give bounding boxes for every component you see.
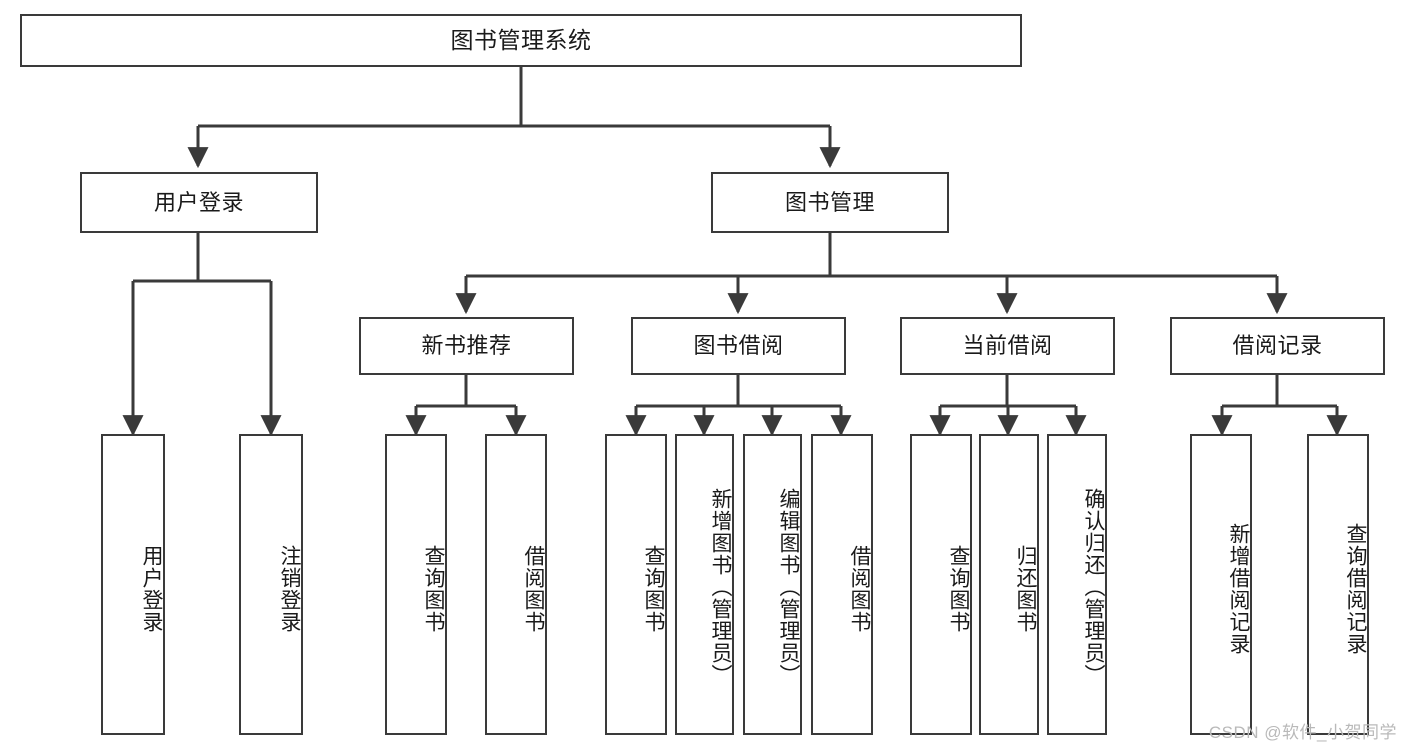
node-root-system[interactable]: 图书管理系统	[20, 14, 1022, 67]
leaf-current-confirm-return-admin[interactable]: 确认归还（管理员）	[1047, 434, 1107, 735]
leaf-new-book-query-book[interactable]: 查询图书	[385, 434, 447, 735]
leaf-records-add-record[interactable]: 新增借阅记录	[1190, 434, 1252, 735]
leaf-current-return-book[interactable]: 归还图书	[979, 434, 1039, 735]
leaf-borrow-borrow-book[interactable]: 借阅图书	[811, 434, 873, 735]
node-borrow-records[interactable]: 借阅记录	[1170, 317, 1385, 375]
leaf-records-query-record[interactable]: 查询借阅记录	[1307, 434, 1369, 735]
leaf-borrow-add-book-admin[interactable]: 新增图书（管理员）	[675, 434, 734, 735]
node-current-borrow[interactable]: 当前借阅	[900, 317, 1115, 375]
leaf-new-book-borrow-book[interactable]: 借阅图书	[485, 434, 547, 735]
node-book-management[interactable]: 图书管理	[711, 172, 949, 233]
node-book-borrow[interactable]: 图书借阅	[631, 317, 846, 375]
leaf-user-login-login[interactable]: 用户登录	[101, 434, 165, 735]
leaf-current-query-book[interactable]: 查询图书	[910, 434, 972, 735]
leaf-user-login-logout[interactable]: 注销登录	[239, 434, 303, 735]
leaf-borrow-query-book[interactable]: 查询图书	[605, 434, 667, 735]
node-user-login[interactable]: 用户登录	[80, 172, 318, 233]
csdn-watermark: CSDN @软件_小贺同学	[1208, 723, 1397, 742]
leaf-borrow-edit-book-admin[interactable]: 编辑图书（管理员）	[743, 434, 802, 735]
node-new-book-recommend[interactable]: 新书推荐	[359, 317, 574, 375]
